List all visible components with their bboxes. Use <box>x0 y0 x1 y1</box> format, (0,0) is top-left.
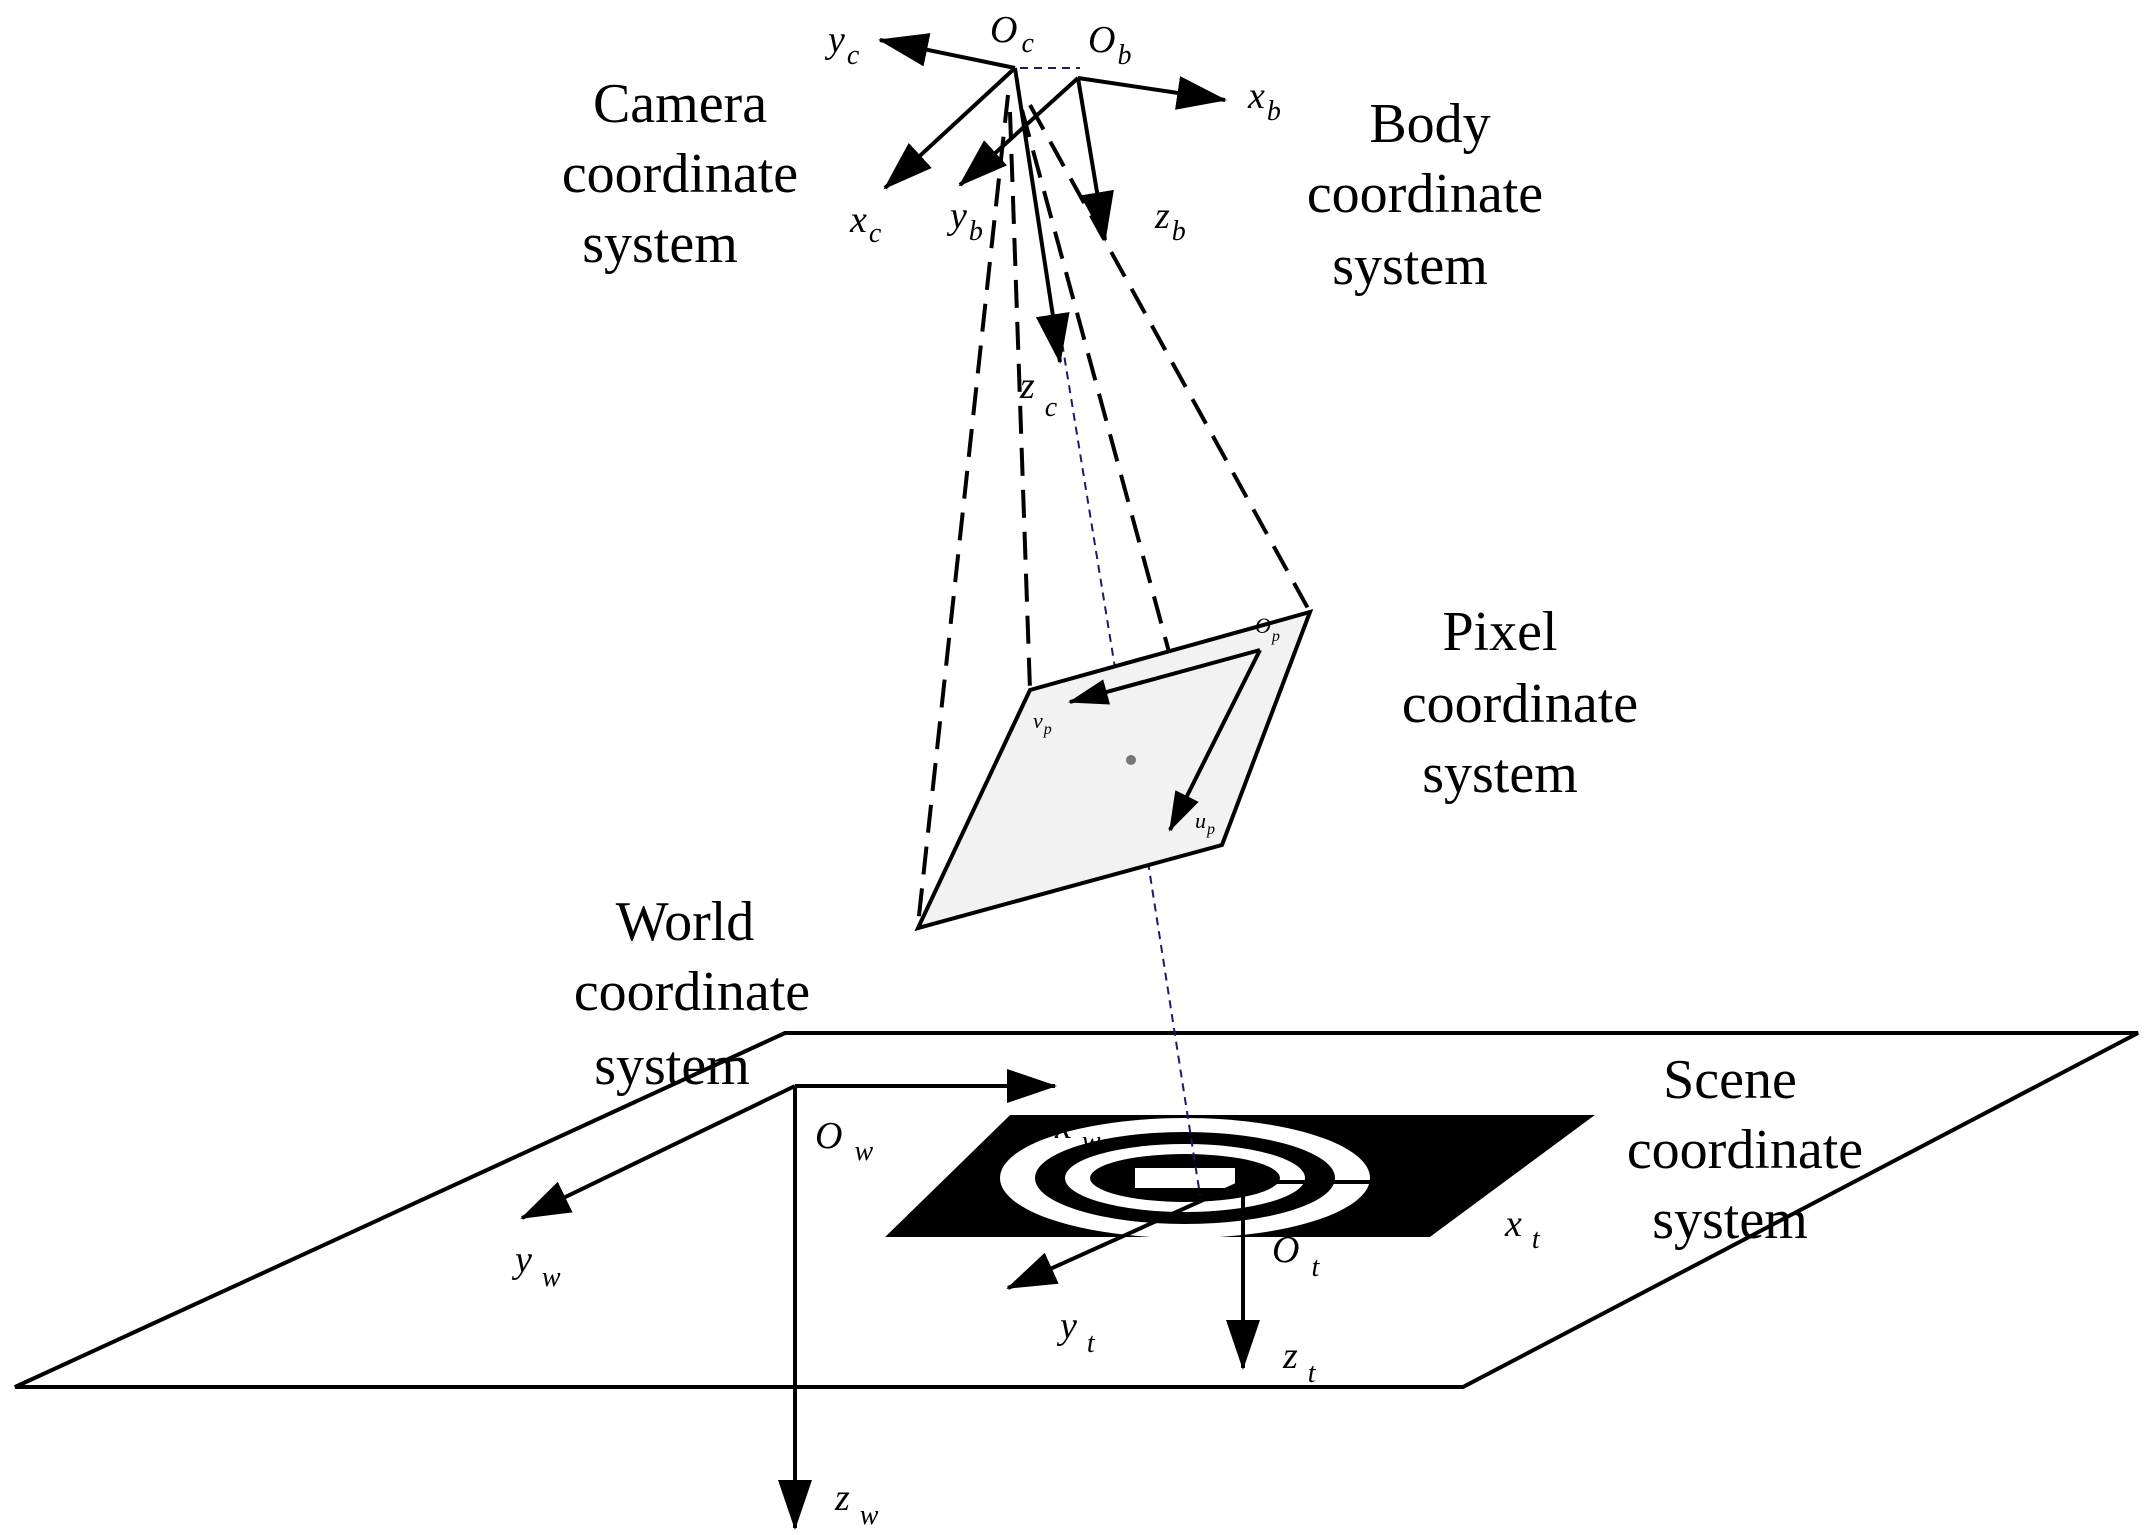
world-system-line2: coordinate <box>574 961 810 1023</box>
pixel-u-label: up <box>1195 808 1215 838</box>
optical-axis <box>1020 67 1201 1196</box>
body-system-line2: coordinate <box>1307 163 1543 225</box>
pixel-system-line3: system <box>1422 743 1578 805</box>
pixel-system-line2: coordinate <box>1402 673 1638 735</box>
body-axes <box>958 76 1227 242</box>
label-world-system: World coordinate system <box>574 891 810 1097</box>
camera-z-label: zc <box>1019 365 1058 423</box>
label-body-system: Body coordinate system <box>1307 93 1543 297</box>
label-camera-system: Camera coordinate system <box>562 73 798 275</box>
pixel-system-line1: Pixel <box>1442 601 1557 663</box>
camera-system-line2: coordinate <box>562 143 798 205</box>
landing-pad-marker <box>885 1115 1595 1237</box>
camera-x-label: xc <box>849 199 882 249</box>
label-pixel-system: Pixel coordinate system <box>1402 601 1638 805</box>
body-y-label: yb <box>946 195 983 247</box>
world-system-line1: World <box>616 891 755 953</box>
camera-system-line3: system <box>582 213 738 275</box>
body-z-label: zb <box>1154 195 1186 247</box>
body-origin-label: Ob <box>1088 19 1131 71</box>
pixel-v-label: vp <box>1033 708 1052 738</box>
body-system-line3: system <box>1332 235 1488 297</box>
image-plane <box>914 609 1314 932</box>
principal-point <box>1126 755 1136 765</box>
camera-system-line1: Camera <box>593 73 767 135</box>
body-x-label: xb <box>1247 75 1281 127</box>
scene-system-line2: coordinate <box>1627 1119 1863 1181</box>
scene-system-line1: Scene <box>1663 1049 1797 1111</box>
label-scene-system: Scene coordinate system <box>1627 1049 1863 1251</box>
scene-axes <box>1006 1165 1502 1370</box>
pixel-axes <box>1068 648 1262 832</box>
scene-system-line3: system <box>1652 1189 1808 1251</box>
world-system-line3: system <box>594 1035 750 1097</box>
body-system-line1: Body <box>1369 93 1490 155</box>
pixel-origin-label: Op <box>1255 613 1280 645</box>
camera-axes <box>878 33 1070 364</box>
world-axes <box>520 1069 1057 1530</box>
camera-y-label: yc <box>824 19 860 71</box>
